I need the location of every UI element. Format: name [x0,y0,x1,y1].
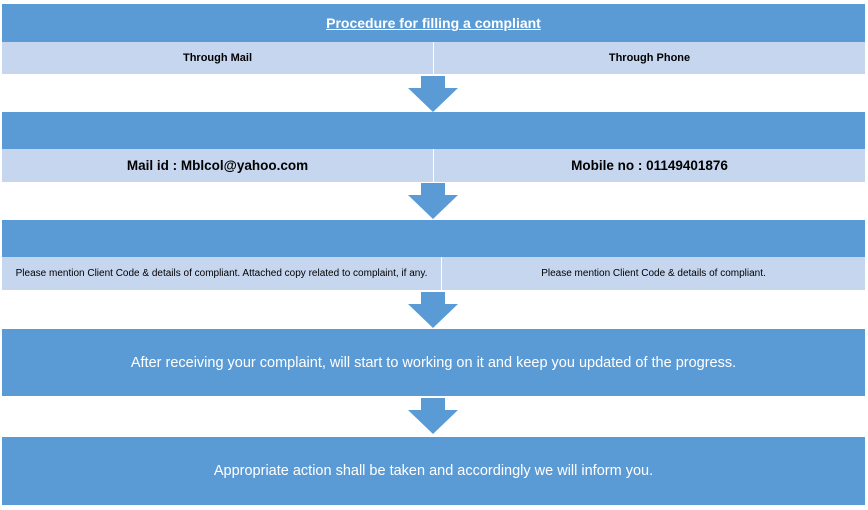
contact-band [2,112,865,149]
down-arrow-icon [408,398,458,434]
mail-id: Mail id : Mblcol@yahoo.com [126,158,309,173]
down-arrow-icon [408,183,458,219]
channel-phone: Through Phone [433,42,865,74]
progress-band: After receiving your complaint, will sta… [2,329,865,396]
phone-instructions: Please mention Client Code & details of … [441,257,865,290]
channel-row: Through Mail Through Phone [2,42,865,74]
title-band: Procedure for filling a compliant [2,4,865,42]
channel-mail: Through Mail [182,52,253,64]
action-band: Appropriate action shall be taken and ac… [2,437,865,505]
mail-instructions: Please mention Client Code & details of … [15,268,428,279]
progress-text: After receiving your complaint, will sta… [130,354,737,371]
instructions-row: Please mention Client Code & details of … [2,257,865,290]
action-text: Appropriate action shall be taken and ac… [213,463,654,479]
contact-row: Mail id : Mblcol@yahoo.com Mobile no : 0… [2,149,865,182]
page-title: Procedure for filling a compliant [326,15,541,31]
down-arrow-icon [408,76,458,112]
down-arrow-icon [408,292,458,328]
mobile-number: Mobile no : 01149401876 [433,149,865,182]
instructions-band [2,220,865,257]
